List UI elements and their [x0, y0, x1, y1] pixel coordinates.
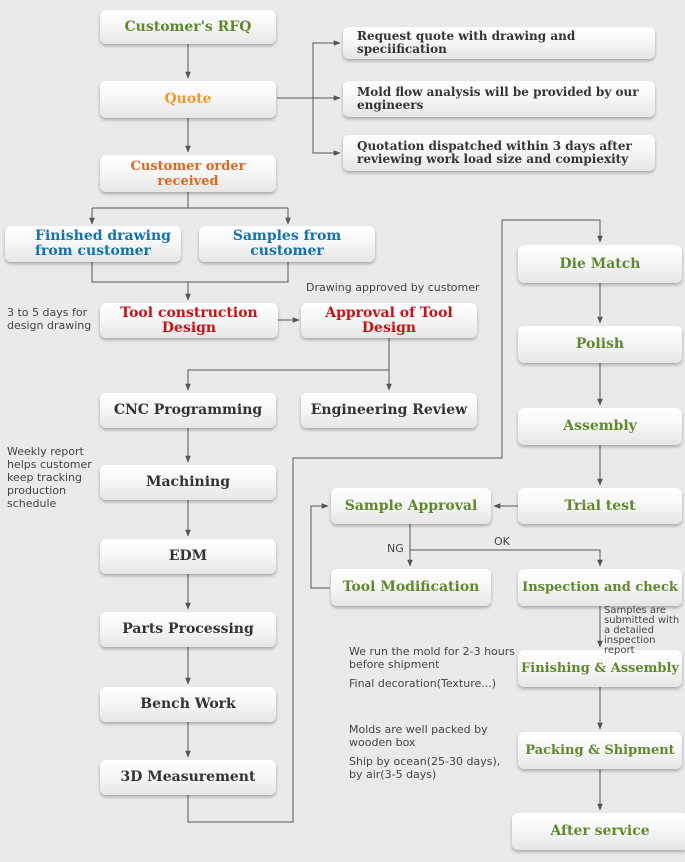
packing-shipment-box: Packing & Shipment [518, 732, 682, 769]
note-design-days: 3 to 5 days for design drawing [7, 306, 92, 332]
quote-box: Quote [100, 81, 276, 118]
arrow-modification-loop [310, 503, 330, 589]
assembly-box: Assembly [518, 408, 682, 445]
bench-work-box: Bench Work [100, 687, 276, 722]
label-ok: OK [494, 535, 510, 548]
sample-approval-box: Sample Approval [331, 488, 491, 524]
order-received-box: Customer order received [100, 155, 276, 192]
arrow-measurement-diematch [187, 219, 603, 823]
after-service-box: After service [512, 813, 685, 850]
approval-box: Approval of Tool Design [301, 303, 477, 338]
edm-box: EDM [100, 539, 276, 574]
die-match-box: Die Match [518, 245, 682, 283]
cnc-programming-box: CNC Programming [100, 393, 276, 428]
note-packed: Molds are well packed by wooden box [349, 723, 488, 749]
arrow-ok-inspection [410, 549, 603, 567]
measurement-box: 3D Measurement [100, 760, 276, 795]
arrow-quote-detail-3 [312, 98, 341, 156]
note-ship: Ship by ocean(25-30 days), by air(3-5 da… [349, 755, 501, 781]
quote-detail-request: Request quote with drawing and speciific… [343, 27, 655, 59]
note-weekly-report: Weekly report helps customer keep tracki… [7, 445, 92, 510]
tool-modification-box: Tool Modification [331, 569, 491, 606]
finished-drawing-box: Finished drawing from customer [5, 226, 181, 262]
parts-processing-box: Parts Processing [100, 612, 276, 647]
line-inputs-merge [91, 262, 289, 283]
machining-box: Machining [100, 465, 276, 500]
note-final-decoration: Final decoration(Texture...) [349, 677, 497, 690]
note-drawing-approved: Drawing approved by customer [306, 281, 480, 294]
arrow-approval-cnc [185, 338, 390, 391]
note-samples-submitted: Samples are submitted with a detailed in… [604, 605, 680, 656]
tool-design-box: Tool construction Design [100, 303, 278, 338]
quote-detail-dispatch: Quotation dispatched within 3 days after… [343, 135, 655, 171]
arrow-quote-detail-1 [277, 40, 341, 99]
rfq-box: Customer's RFQ [100, 10, 276, 44]
inspection-box: Inspection and check [518, 569, 682, 606]
polish-box: Polish [518, 326, 682, 363]
label-ng: NG [387, 542, 404, 555]
quote-detail-mold-flow: Mold flow analysis will be provided by o… [343, 81, 655, 117]
finishing-assembly-box: Finishing & Assembly [518, 650, 682, 687]
note-run-mold: We run the mold for 2-3 hours before shi… [349, 645, 515, 671]
samples-box: Samples from customer [199, 226, 375, 262]
engineering-review-box: Engineering Review [301, 393, 477, 428]
trial-test-box: Trial test [518, 488, 682, 524]
